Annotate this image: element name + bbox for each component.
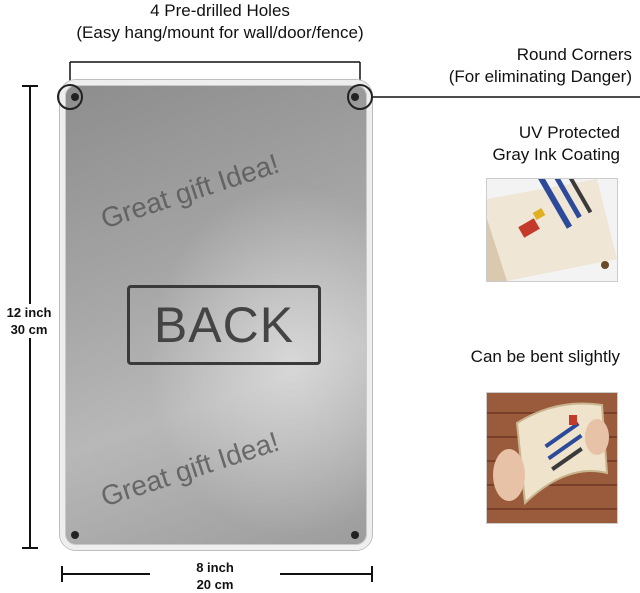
height-cm: 30 cm — [10, 322, 48, 337]
gift-text-top: Great gift Idea! — [97, 147, 283, 235]
width-dimension-label: 8 inch 20 cm — [150, 559, 280, 593]
width-inch: 8 inch — [196, 560, 234, 575]
holes-title: 4 Pre-drilled Holes — [150, 1, 290, 20]
holes-annotation: 4 Pre-drilled Holes (Easy hang/mount for… — [0, 0, 440, 44]
bent-annotation: Can be bent slightly — [471, 346, 620, 368]
sign-back: Great gift Idea! BACK Great gift Idea! — [60, 80, 372, 550]
hole-ring-right-icon — [347, 84, 373, 110]
uv-subtitle: Gray Ink Coating — [492, 145, 620, 164]
uv-coating-photo-icon — [487, 179, 617, 281]
width-cm: 20 cm — [196, 577, 234, 592]
corners-title: Round Corners — [516, 45, 632, 64]
bent-sign-photo-icon — [487, 393, 617, 523]
uv-coating-photo — [486, 178, 618, 282]
back-label: BACK — [153, 297, 295, 353]
back-label-box: BACK — [127, 285, 321, 365]
bent-title: Can be bent slightly — [470, 347, 620, 366]
holes-subtitle: (Easy hang/mount for wall/door/fence) — [76, 23, 364, 42]
height-dimension-label: 12 inch 30 cm — [0, 304, 58, 338]
uv-title: UV Protected — [518, 123, 620, 142]
gift-text-bottom: Great gift Idea! — [97, 425, 283, 513]
corners-annotation: Round Corners (For eliminating Danger) — [449, 44, 632, 88]
height-inch: 12 inch — [6, 305, 52, 320]
hole-bottom-left — [71, 531, 79, 539]
uv-annotation: UV Protected Gray Ink Coating — [492, 122, 620, 166]
hole-bottom-right — [351, 531, 359, 539]
corners-subtitle: (For eliminating Danger) — [448, 67, 632, 86]
bent-sign-photo — [486, 392, 618, 524]
hole-ring-left-icon — [57, 84, 83, 110]
